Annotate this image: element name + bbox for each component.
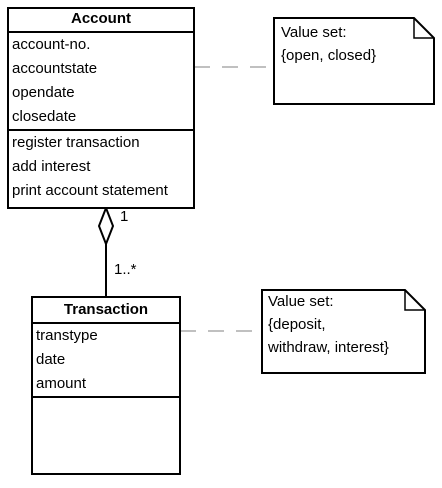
attribute-account-no: account-no. (12, 36, 91, 53)
operation-print-account-statement: print account statement (12, 182, 168, 199)
attribute-amount: amount (36, 375, 87, 392)
multiplicity-account: 1 (120, 208, 129, 225)
transaction-class-name: Transaction (63, 301, 149, 318)
account-operations: register transaction add interest print … (9, 131, 193, 203)
aggregation-diamond (97, 205, 115, 247)
attribute-opendate: opendate (12, 84, 75, 101)
account-name-divider (9, 31, 193, 33)
account-note-fold (413, 18, 434, 39)
transaction-note: Value set: {deposit, withdraw, interest} (268, 290, 389, 359)
account-note-shape (273, 17, 435, 105)
account-attributes-divider (9, 129, 193, 131)
transaction-note-line2: {deposit, (268, 316, 326, 333)
account-class[interactable]: Account account-no. accountstate opendat… (7, 7, 195, 209)
transaction-name-divider (33, 322, 179, 324)
account-note: Value set: {open, closed} (281, 21, 376, 67)
attribute-date: date (36, 351, 66, 368)
multiplicity-transaction: 1..* (114, 261, 137, 278)
account-class-name: Account (71, 10, 131, 27)
operation-add-interest: add interest (12, 158, 91, 175)
attribute-accountstate: accountstate (12, 60, 98, 77)
account-note-line2: {open, closed} (281, 47, 377, 64)
transaction-note-fold (404, 290, 425, 311)
transaction-note-line3: withdraw, interest} (268, 339, 389, 356)
account-note-line1: Value set: (281, 24, 347, 41)
transaction-class[interactable]: Transaction transtype date amount (31, 296, 181, 475)
account-attributes: account-no. accountstate opendate closed… (9, 33, 193, 129)
transaction-attributes-divider (33, 396, 179, 398)
attribute-transtype: transtype (36, 327, 98, 344)
transaction-attributes: transtype date amount (33, 324, 179, 396)
attribute-closedate: closedate (12, 108, 77, 125)
transaction-note-shape (261, 289, 426, 374)
operation-register-transaction: register transaction (12, 134, 140, 151)
transaction-note-line1: Value set: (268, 293, 334, 310)
